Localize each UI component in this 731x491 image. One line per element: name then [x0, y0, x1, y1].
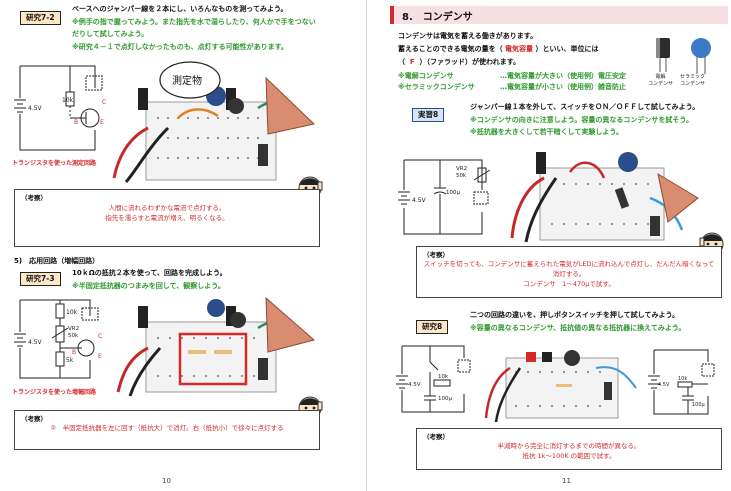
vr-label: VR2 — [68, 326, 79, 332]
observation-box-1: （考察） 人間に流れるわずかな電流で点灯する。 指先を濡らすと電流が増え、明るく… — [14, 189, 320, 247]
exp-7-3-line2: ※半固定抵抗器のつまみを回して、観察しよう。 — [72, 282, 225, 290]
svg-text:E: E — [98, 353, 102, 360]
capacitor-circuit-diagram: 4.5V 100μ VR2 50k — [398, 159, 491, 235]
study-8-line1: 二つの回路の違いを、押しボタンスイッチを押して試してみよう。 — [470, 311, 680, 319]
observation-line: 半減時から完全に消灯するまでの時間が異なる。 — [497, 442, 641, 450]
observation-line: 抵抗 1k～100K の範囲で試す。 — [522, 452, 616, 460]
breadboard-photo-amplifier — [116, 296, 316, 397]
section-header: 8. コンデンサ — [390, 6, 728, 24]
observation-box-2: （考察） ② 半固定抵抗器を左に回す（抵抗大）で消灯。右（抵抗小）で徐々に点灯す… — [14, 410, 320, 450]
pin-c-label: C — [102, 99, 106, 106]
intro-line1: コンデンサは電気を蓄える働きがあります。 — [398, 32, 538, 40]
pin-e-label: E — [100, 119, 104, 126]
battery-label: 4.5V — [408, 382, 421, 388]
observation-line: 消灯する。 — [552, 270, 586, 278]
page-number-left: 10 — [162, 477, 171, 485]
measured-object-bubble: 測定物 — [172, 74, 202, 87]
svg-text:4.5V: 4.5V — [658, 382, 670, 388]
observation-line: 人間に流れるわずかな電流で点灯する。 — [108, 204, 226, 212]
left-page: 研究7-2 ベースへのジャンパー線を２本にし、いろんなものを測ってみよう。 ※例… — [4, 0, 364, 491]
page-number-right: 11 — [562, 477, 571, 485]
svg-text:C: C — [98, 333, 102, 340]
study8-circuit-diagram-b: 4.5V 10k 100μ — [648, 349, 715, 415]
exp-8-line3: ※抵抗器を大きくして若干暗くして実験しよう。 — [470, 128, 623, 136]
observation-box-3: （考察） スイッチを切っても、コンデンサに蓄えられた電気がLEDに流れ込んで点灯… — [416, 246, 722, 298]
type1-name: ※電解コンデンサ — [398, 72, 454, 80]
measurement-circuit-caption: トランジスタを使った測定回路 — [12, 160, 97, 167]
svg-text:B: B — [72, 349, 76, 356]
vr-value-label: 50k — [68, 333, 79, 339]
answer-unit: F — [409, 58, 415, 66]
svg-text:10k: 10k — [678, 376, 687, 382]
observation-line: コンデンサ 1～470μで試す。 — [523, 280, 615, 288]
breadboard-photo-measurement: 測定物 — [112, 61, 316, 183]
exp-8-tag: 実習8 — [412, 108, 445, 122]
svg-text:100μ: 100μ — [692, 402, 706, 408]
capacitor-label: 100μ — [446, 190, 460, 196]
resistor-label: 5k — [66, 357, 74, 364]
exp-7-2-line3: だりして試してみよう。 — [72, 30, 149, 38]
measurement-circuit-diagram: 4.5V 10k C B E — [14, 65, 106, 151]
answer-capacitance: 電気容量 — [505, 45, 534, 53]
intro-line2: 蓄えることのできる電気の量を（ 電気容量 ）といい、単位には — [398, 45, 599, 53]
battery-label: 4.5V — [28, 339, 43, 346]
exp-7-3-line1: 10ｋΩの抵抗２本を使って、回路を完成しよう。 — [72, 269, 227, 277]
exp-7-2-line2: ※例手の指で握ってみよう。また指先を水で湿らしたり、何人かで手をつない — [72, 18, 316, 26]
battery-label: 4.5V — [28, 105, 43, 112]
section-title: 8. コンデンサ — [402, 12, 473, 23]
ceramic-capacitor-icon — [691, 38, 711, 74]
observation-line: スイッチを切っても、コンデンサに蓄えられた電気がLEDに流れ込んで点灯し、だんだ… — [423, 260, 715, 268]
study-8-tag: 研究8 — [416, 320, 449, 334]
resistor-label: 10k — [438, 374, 449, 380]
observation-heading: （考察） — [21, 194, 47, 202]
study8-circuit-diagram-a: 4.5V 10k 100μ — [396, 345, 471, 413]
capacitor-label: 100μ — [438, 396, 452, 402]
amplifier-circuit-diagram: 4.5V 10k VR2 50k 5k C B E — [14, 299, 102, 379]
exp-7-2-tag: 研究7-2 — [20, 11, 61, 25]
observation-line: 指先を濡らすと電流が増え、明るくなる。 — [105, 214, 229, 222]
breadboard-photo-capacitor — [510, 152, 699, 243]
pin-b-label: B — [74, 119, 78, 126]
amplifier-circuit-caption: トランジスタを使った増幅回路 — [12, 389, 97, 396]
exp-7-2-line1: ベースへのジャンパー線を２本にし、いろんなものを測ってみよう。 — [72, 5, 288, 13]
application-heading: 5) 応用回路（増幅回路） — [14, 257, 100, 265]
battery-label: 4.5V — [412, 197, 427, 204]
electrolytic-capacitor-icon — [656, 38, 670, 72]
resistor-label: 10k — [66, 309, 78, 316]
electrolytic-capacitor-label: 電解 コンデンサ — [648, 74, 674, 87]
vr-value-label: 50k — [456, 173, 467, 179]
right-page: 8. コンデンサ コンデンサは電気を蓄える働きがあります。 蓄えることのできる電… — [372, 0, 731, 491]
observation-heading: （考察） — [423, 251, 449, 259]
observation-box-4: （考察） 半減時から完全に消灯するまでの時間が異なる。 抵抗 1k～100K の… — [416, 428, 722, 470]
page-divider — [366, 0, 367, 491]
resistor-label: 10k — [62, 97, 74, 104]
exp-8-line2: ※コンデンサの向きに注意しよう。容量の異なるコンデンサを試そう。 — [470, 116, 693, 124]
exp-7-3-tag: 研究7-3 — [20, 272, 61, 286]
exp-8-line1: ジャンパー線１本を外して、スイッチをＯＮ／ＯＦＦして試してみよう。 — [470, 103, 700, 111]
exp-7-2-line4: ※研究４－１で点灯しなかったものも、点灯する可能性があります。 — [72, 43, 288, 51]
type2-name: ※セラミックコンデンサ — [398, 83, 475, 91]
observation-heading: （考察） — [21, 415, 47, 423]
ceramic-capacitor-label: セラミック コンデンサ — [680, 74, 706, 87]
type1-desc: …電気容量が大きい（使用例）電圧安定 — [500, 72, 626, 80]
type2-desc: …電気容量が小さい（使用例）雑音防止 — [500, 83, 626, 91]
study-8-line2: ※容量の異なるコンデンサ、抵抗値の異なる抵抗器に換えてみよう。 — [470, 324, 686, 332]
observation-heading: （考察） — [423, 433, 449, 441]
vr-label: VR2 — [456, 166, 467, 172]
intro-line3: （ F ）（ファラッド）が使われます。 — [398, 58, 520, 66]
breadboard-photo-study8 — [484, 350, 637, 422]
observation-line: ② 半固定抵抗器を左に回す（抵抗大）で消灯。右（抵抗小）で徐々に点灯する — [50, 424, 284, 432]
